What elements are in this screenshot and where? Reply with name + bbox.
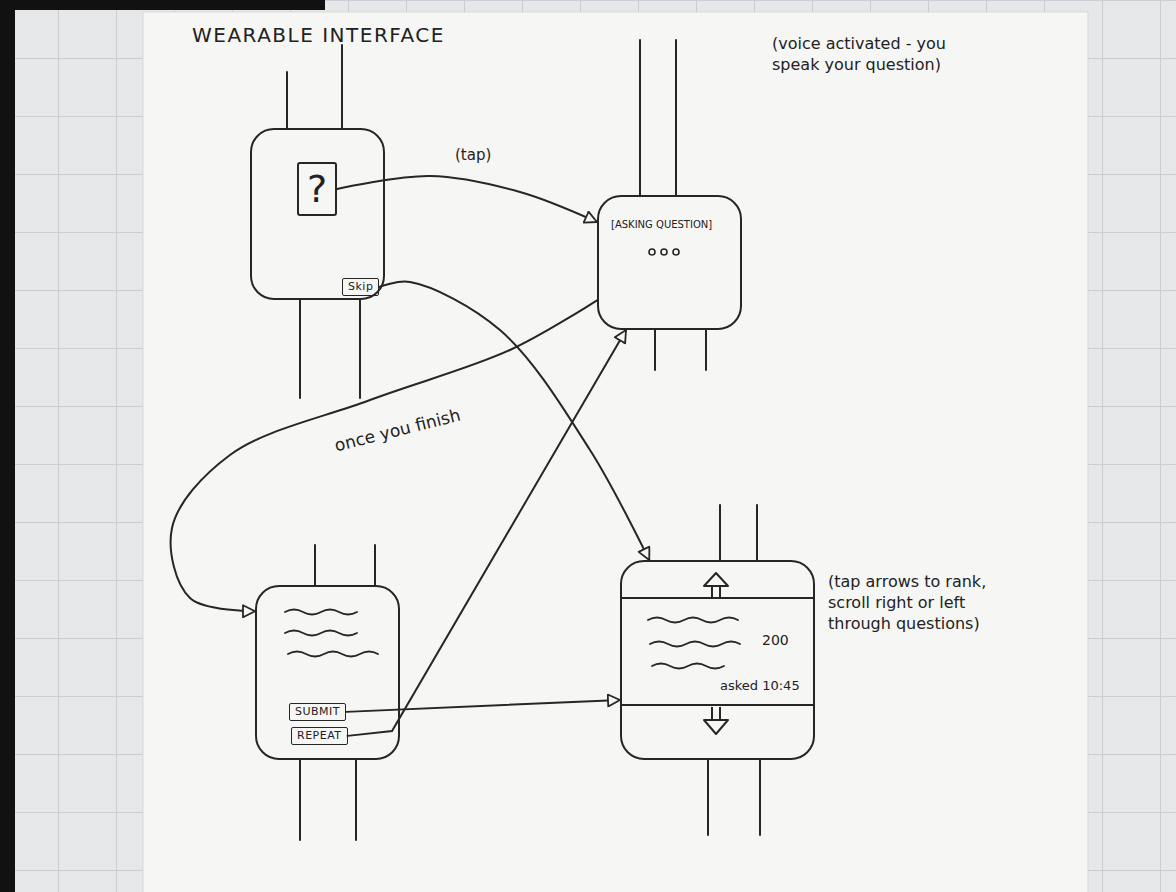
repeat-button: REPEAT xyxy=(291,727,348,745)
question-button: ? xyxy=(297,162,337,216)
diagram-title: WEARABLE INTERFACE xyxy=(192,22,512,48)
button-label: SUBMIT xyxy=(295,705,340,719)
watch-screen: [ASKING QUESTION] xyxy=(597,195,742,330)
paper-sheet xyxy=(143,12,1088,892)
annotation-note: (tap arrows to rank, scroll right or lef… xyxy=(828,572,1018,634)
edge-label: once you finish xyxy=(330,404,466,456)
rank-arrows xyxy=(622,573,813,734)
screen-text: [ASKING QUESTION] xyxy=(611,219,712,230)
flow-arrow xyxy=(348,330,626,736)
text-placeholder-lines xyxy=(285,610,740,669)
annotation-note: (voice activated - you speak your questi… xyxy=(772,34,947,76)
screen-text: asked 10:45 xyxy=(720,678,800,693)
submit-button: SUBMIT xyxy=(289,703,346,721)
watch-screen: SUBMIT REPEAT xyxy=(255,585,400,760)
dark-edge xyxy=(0,0,15,892)
watch-screen: ? Skip xyxy=(250,128,385,300)
watch-screen: 200 asked 10:45 xyxy=(620,560,815,760)
skip-button: Skip xyxy=(342,278,379,296)
button-label: REPEAT xyxy=(297,729,342,743)
watch-straps xyxy=(287,40,760,840)
dark-edge xyxy=(0,0,325,10)
loading-dots xyxy=(649,249,679,255)
screen-text: 200 xyxy=(762,632,789,648)
flow-arrow xyxy=(337,176,597,222)
button-label: Skip xyxy=(348,280,373,294)
edge-label: (tap) xyxy=(452,146,494,164)
button-label: ? xyxy=(307,167,327,211)
flow-arrow xyxy=(346,700,620,712)
flow-arrow xyxy=(171,300,597,611)
